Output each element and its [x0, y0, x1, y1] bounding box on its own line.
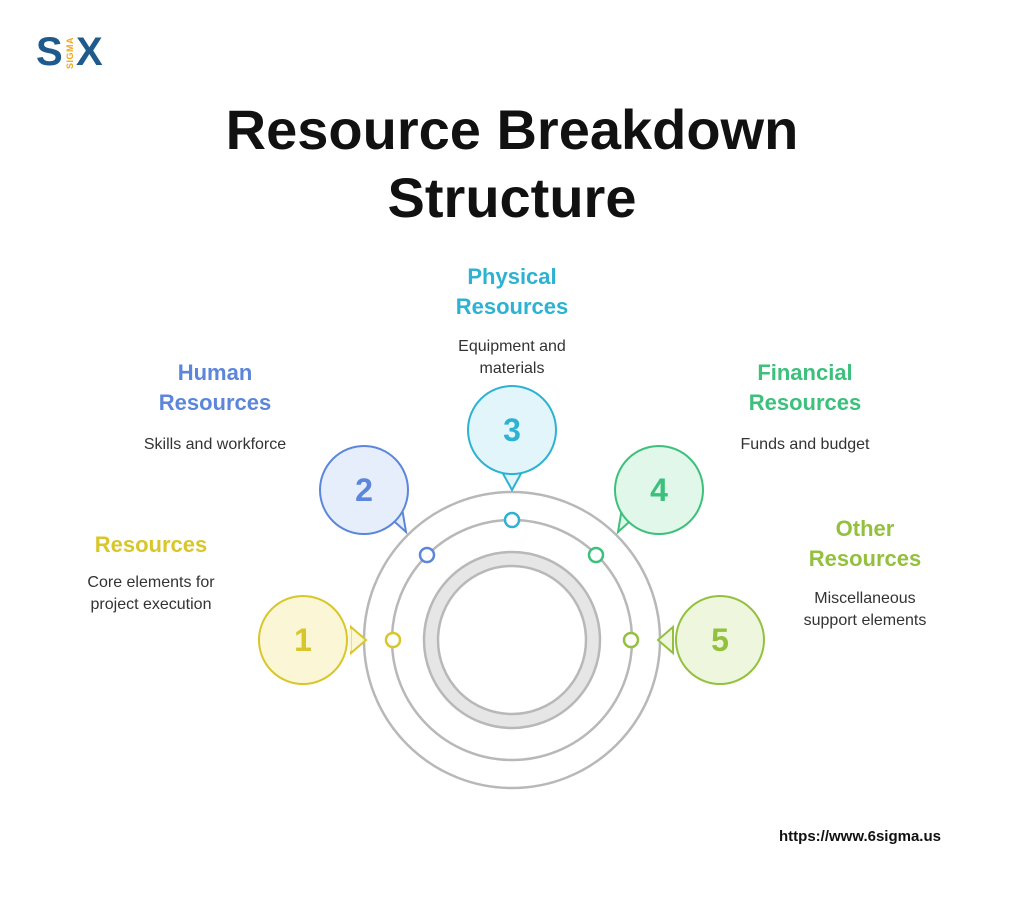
- item-1-desc-line-1: Core elements for: [87, 574, 215, 591]
- item-2-text: Human Resources Skills and workforce: [110, 358, 320, 456]
- item-3-text: Physical Resources Equipment and materia…: [407, 262, 617, 380]
- item-3-desc-line-1: Equipment and: [458, 338, 566, 355]
- dot-4: [587, 546, 605, 564]
- sigmax-logo: S SIGMA X: [36, 30, 126, 76]
- item-4-desc: Funds and budget: [740, 436, 870, 453]
- item-4-label-line-2: Resources: [748, 390, 862, 415]
- inner-ring-core: [436, 564, 588, 716]
- item-5-label-line-2: Resources: [808, 546, 922, 571]
- logo-letter-x: X: [76, 30, 103, 74]
- bubble-4-number: 4: [650, 472, 668, 508]
- title-line-2: Structure: [387, 166, 637, 229]
- dot-2: [418, 546, 436, 564]
- bubble-2-number: 2: [355, 472, 373, 508]
- logo-letter-s: S: [36, 30, 63, 74]
- item-2-desc: Skills and workforce: [143, 436, 287, 453]
- bubble-1-number: 1: [294, 622, 312, 658]
- item-5-desc-line-2: support elements: [803, 612, 927, 629]
- bubble-3-number: 3: [503, 412, 521, 448]
- dot-3: [503, 511, 521, 529]
- title-line-1: Resource Breakdown: [225, 98, 799, 161]
- dot-1: [384, 631, 402, 649]
- dot-5: [622, 631, 640, 649]
- item-2-label-line-1: Human: [177, 360, 253, 385]
- item-2-label-line-2: Resources: [158, 390, 272, 415]
- item-5-text: Other Resources Miscellaneous support el…: [760, 514, 970, 632]
- bubble-5: 5: [656, 595, 765, 685]
- item-3-label-line-1: Physical: [467, 264, 557, 289]
- item-5-desc-line-1: Miscellaneous: [814, 590, 916, 607]
- item-1-text: Resources Core elements for project exec…: [40, 530, 262, 616]
- bubble-5-number: 5: [711, 622, 729, 658]
- bubble-1: 1: [258, 595, 368, 685]
- bubble-2: 2: [319, 445, 409, 535]
- item-1-label: Resources: [94, 532, 208, 557]
- item-4-label-line-1: Financial: [757, 360, 853, 385]
- bubble-4: 4: [614, 445, 704, 535]
- item-3-desc-line-2: materials: [479, 360, 545, 377]
- item-3-label-line-2: Resources: [455, 294, 569, 319]
- item-5-label-line-1: Other: [835, 516, 895, 541]
- bubble-3: 3: [467, 385, 557, 493]
- item-4-text: Financial Resources Funds and budget: [700, 358, 910, 456]
- footer-url: https://www.6sigma.us: [779, 828, 941, 845]
- item-1-desc-line-2: project execution: [90, 596, 212, 613]
- page-title: Resource Breakdown Structure: [112, 96, 912, 232]
